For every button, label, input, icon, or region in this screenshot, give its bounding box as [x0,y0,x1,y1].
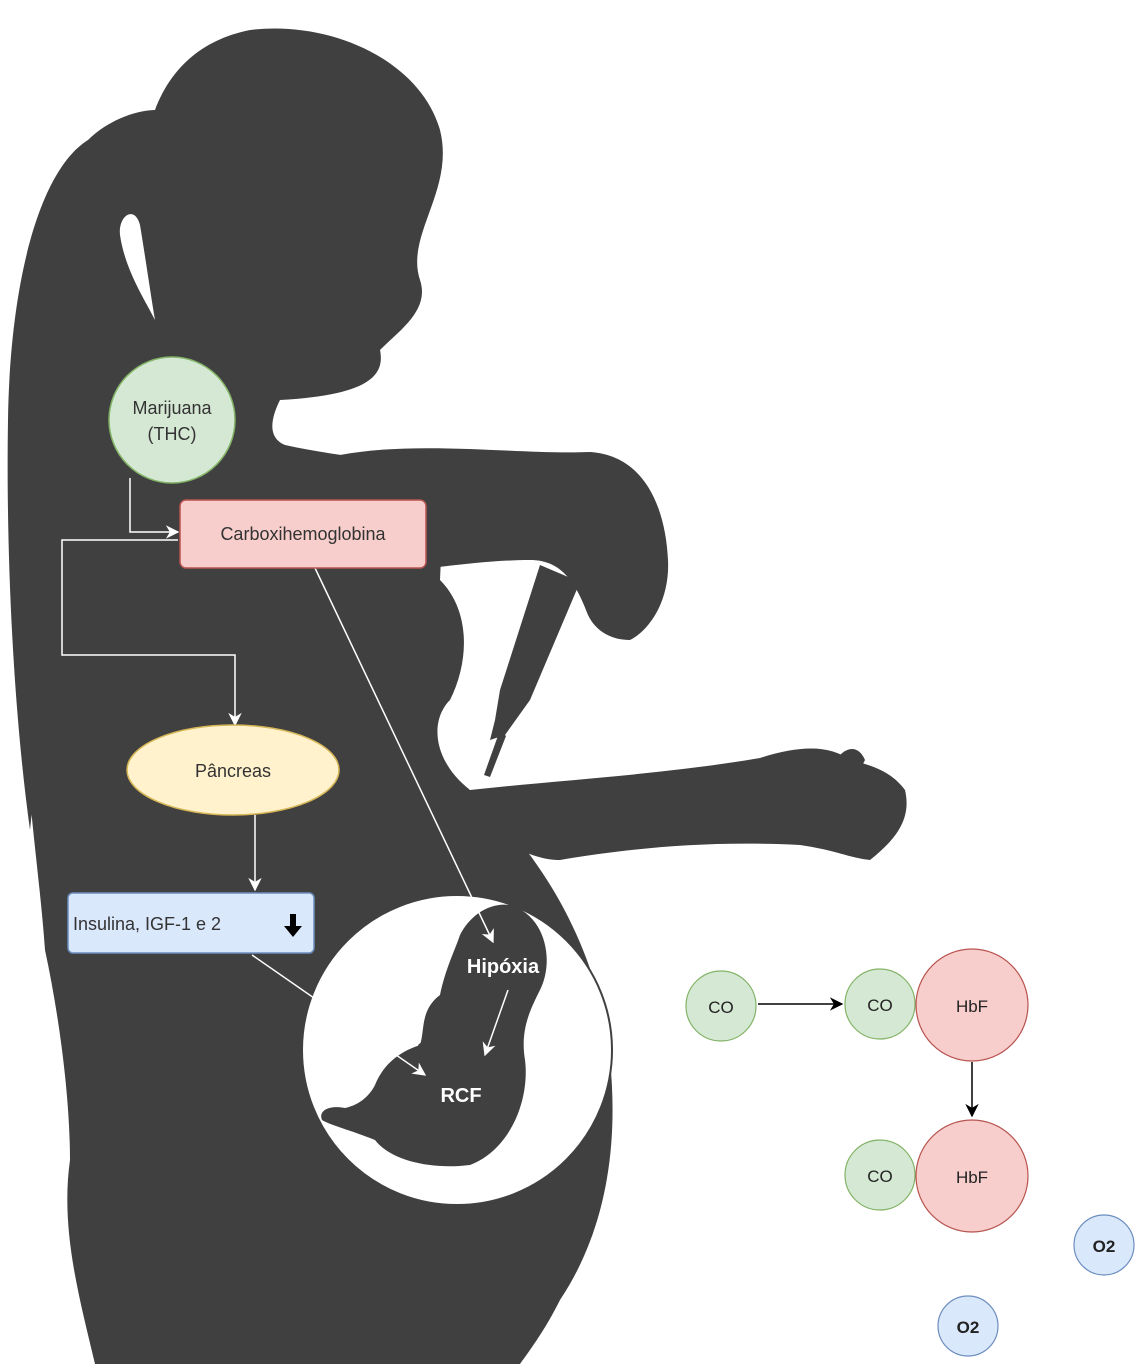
node-carboxihemoglobina: Carboxihemoglobina [180,500,426,568]
o2-node-1: O2 [1074,1215,1134,1275]
marijuana-label-line2: (THC) [148,424,197,444]
molecule-diagram: CO CO HbF CO HbF O2 O2 [686,949,1134,1356]
carboxihemoglobina-label: Carboxihemoglobina [220,524,386,544]
node-insulina: Insulina, IGF-1 e 2 [68,893,314,953]
co-bound-1-label: CO [867,996,893,1015]
co-free-node: CO [686,971,756,1041]
hbf-1-label: HbF [956,997,988,1016]
o2-node-2: O2 [938,1296,998,1356]
hbf-node-1: HbF [916,949,1028,1061]
rcf-label: RCF [440,1085,481,1107]
node-pancreas: Pâncreas [127,725,339,815]
co-bound-node-1: CO [845,969,915,1039]
co-free-label: CO [708,998,734,1017]
o2-1-label: O2 [1093,1237,1116,1256]
o2-2-label: O2 [957,1318,980,1337]
pancreas-label: Pâncreas [195,761,271,781]
insulina-label: Insulina, IGF-1 e 2 [73,914,221,934]
marijuana-label-line1: Marijuana [132,398,212,418]
co-bound-2-label: CO [867,1167,893,1186]
node-marijuana: Marijuana (THC) [109,357,235,483]
hipoxia-label: Hipóxia [467,956,540,978]
hbf-node-2: HbF [916,1120,1028,1232]
co-bound-node-2: CO [845,1140,915,1210]
hbf-2-label: HbF [956,1168,988,1187]
